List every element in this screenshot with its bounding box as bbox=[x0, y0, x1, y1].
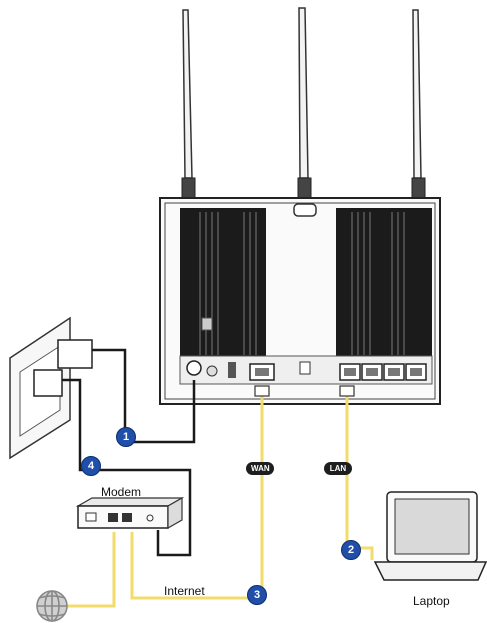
internet-label: Internet bbox=[164, 584, 205, 598]
lan-tag: LAN bbox=[324, 462, 352, 475]
globe-icon bbox=[36, 590, 68, 622]
power-cables bbox=[62, 348, 196, 557]
laptop-icon bbox=[373, 491, 487, 581]
router-icon bbox=[159, 197, 441, 405]
antenna-left-icon bbox=[181, 9, 196, 201]
router-antennas bbox=[181, 7, 426, 201]
step-badge-4: 4 bbox=[81, 456, 101, 476]
modem-icon bbox=[75, 496, 185, 530]
wan-tag: WAN bbox=[246, 462, 274, 475]
antenna-center-icon bbox=[297, 7, 312, 201]
step-badge-3: 3 bbox=[247, 585, 267, 605]
antenna-right-icon bbox=[411, 9, 426, 201]
modem-label: Modem bbox=[101, 485, 142, 499]
laptop-label: Laptop bbox=[413, 594, 450, 608]
wall-outlet-icon bbox=[9, 316, 93, 460]
step-badge-1: 1 bbox=[116, 427, 136, 447]
step-badge-2: 2 bbox=[341, 540, 361, 560]
